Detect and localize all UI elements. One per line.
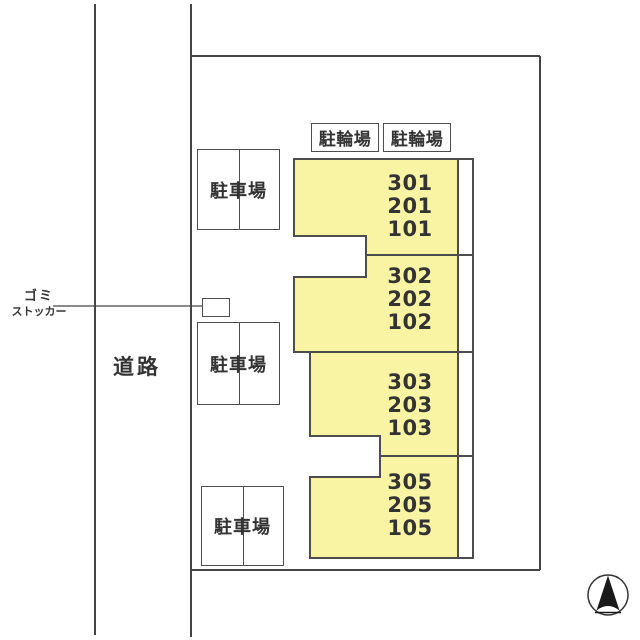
garbage-label-line2: ストッカー (11, 305, 67, 319)
room-number: 305 (387, 470, 433, 494)
compass-needle (596, 575, 620, 611)
room-number: 201 (387, 194, 433, 218)
unit-1-room-numbers: 301 201 101 (387, 172, 432, 241)
bicycle-parking-text-1: 駐輪場 (318, 130, 372, 150)
room-number: 103 (387, 416, 433, 440)
building-corridor-strip (457, 158, 474, 559)
garbage-storage-label: ゴミ ストッカー (11, 289, 67, 319)
north-arrow-icon (587, 574, 629, 616)
parking-stall-divider (242, 487, 244, 565)
building-footprint (293, 158, 459, 559)
parking-stall-divider (238, 323, 240, 404)
parking-lot-2-label: 駐車場 (210, 354, 267, 376)
room-number: 105 (387, 516, 433, 540)
parking-lot-2: 駐車場 (197, 322, 280, 405)
parking-stall-divider (238, 150, 240, 229)
unit-3-room-numbers: 303 203 103 (387, 371, 432, 440)
parking-lot-1: 駐車場 (197, 149, 280, 230)
garbage-label-line1: ゴミ (23, 289, 54, 304)
room-number: 202 (387, 287, 433, 311)
parking-lot-3: 駐車場 (201, 486, 284, 566)
room-number: 303 (387, 370, 433, 394)
room-number: 203 (387, 393, 433, 417)
parking-lot-1-label: 駐車場 (210, 180, 267, 202)
unit-2-room-numbers: 302 202 102 (387, 265, 432, 334)
room-number: 302 (387, 264, 433, 288)
bicycle-parking-label-2: 駐輪場 (383, 123, 451, 152)
bicycle-parking-label-1: 駐輪場 (311, 123, 379, 152)
road-label: 道路 (113, 355, 161, 379)
bicycle-parking-text-2: 駐輪場 (390, 130, 444, 150)
unit-4-room-numbers: 305 205 105 (387, 471, 432, 540)
parking-lot-3-label: 駐車場 (214, 517, 271, 538)
compass-circle (587, 574, 629, 616)
room-number: 101 (387, 217, 433, 241)
room-number: 102 (387, 310, 433, 334)
room-number: 301 (387, 171, 433, 195)
garbage-storage-box (202, 298, 230, 317)
room-number: 205 (387, 493, 433, 517)
